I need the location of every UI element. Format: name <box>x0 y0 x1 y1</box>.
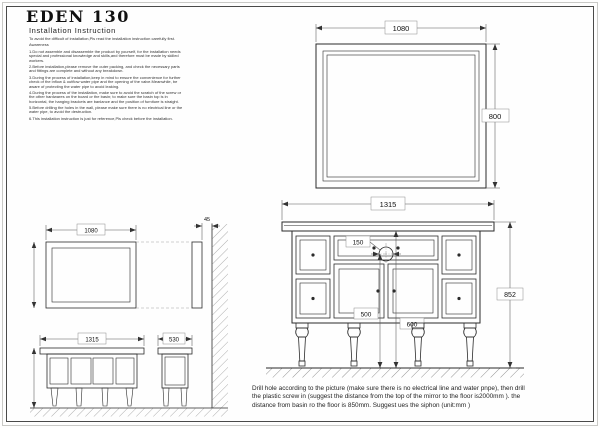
dim-overview-mirror-width: 1080 <box>45 223 137 240</box>
vanity-front-view-drawing: 1315 <box>266 196 524 378</box>
svg-text:800: 800 <box>489 112 502 121</box>
vanity-countertop <box>281 221 495 232</box>
dim-vanity-height: 852 <box>494 221 524 369</box>
vanity-legs <box>295 322 477 367</box>
dim-wall-gap: 45 <box>194 217 220 240</box>
svg-text:500: 500 <box>361 311 372 318</box>
overview-vanity-side <box>157 347 193 407</box>
instruction-item: 4.During the process of the installation… <box>29 89 182 104</box>
vanity-cabinet-body <box>291 230 481 324</box>
svg-text:45: 45 <box>204 217 210 223</box>
instruction-item: 2.Before installation,please remove the … <box>29 63 180 74</box>
instruction-item: 6.This installation instruction is just … <box>29 115 173 121</box>
dim-mirror-width: 1080 <box>315 20 487 42</box>
wall-layout-drawing: 45 1080 1315 <box>30 217 228 417</box>
svg-text:1080: 1080 <box>84 229 98 235</box>
page-subtitle: Installation Instruction <box>29 26 116 35</box>
svg-text:1315: 1315 <box>85 338 99 344</box>
overview-mirror-side <box>136 241 203 309</box>
awareness-heading: Awareness <box>29 42 49 48</box>
mirror-front-view-drawing: 1080 800 <box>315 20 510 189</box>
dim-overview-vanity-width: 1315 <box>39 332 145 346</box>
svg-text:530: 530 <box>169 338 180 344</box>
instruction-item: 1.Do not assemble and disassemble the pr… <box>29 48 181 63</box>
instruction-text-block: To avoid the difficult of installation,P… <box>29 36 185 123</box>
overview-vanity-front <box>39 347 145 407</box>
overview-mirror-front <box>45 241 137 309</box>
svg-text:1080: 1080 <box>393 24 410 33</box>
svg-text:1315: 1315 <box>380 200 397 209</box>
dim-vanity-width: 1315 <box>281 196 495 220</box>
page-title: EDEN 130 <box>26 7 130 26</box>
drill-note-text: Drill hole according to the picture (mak… <box>252 385 525 409</box>
wall-section <box>211 224 228 408</box>
instruction-intro: To avoid the difficult of installation,P… <box>29 36 175 41</box>
instruction-item: 5.Before drilling the holes in the wall,… <box>29 105 183 115</box>
dim-mirror-height: 800 <box>481 43 510 189</box>
dim-height-600: 600 <box>393 231 425 368</box>
overview-floor-line <box>30 407 228 417</box>
floor-line <box>266 367 524 378</box>
svg-text:852: 852 <box>504 292 516 299</box>
svg-text:150: 150 <box>353 239 364 246</box>
instruction-item: 3.During the process of installation,kee… <box>29 74 181 89</box>
dim-height-500: 500 <box>353 254 383 368</box>
dim-side-depth: 530 <box>157 332 193 346</box>
mirror-frame <box>315 43 487 189</box>
